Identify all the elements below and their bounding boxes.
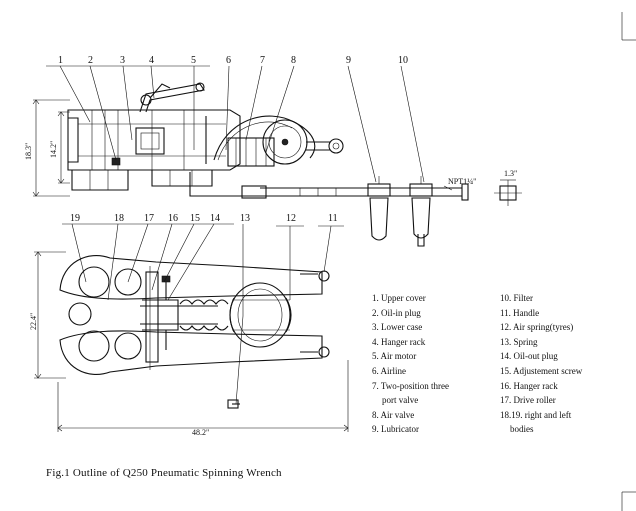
legend-item: 10. Filter [500, 293, 533, 303]
part-label-1: 1 [58, 55, 63, 66]
part-label-14: 14 [210, 213, 220, 224]
part-label-9: 9 [346, 55, 351, 66]
legend-item-continuation: port valve [382, 395, 419, 406]
legend-item: 8. Air valve [372, 409, 415, 420]
side-view: 18.3" 14.2" [24, 55, 522, 247]
legend-item: 4. Hanger rack [372, 336, 426, 347]
page-corner-marks [621, 12, 636, 511]
plan-view: 22.4" 48.2" [29, 213, 349, 437]
part-label-8: 8 [291, 55, 296, 66]
legend-item: 11. Handle [500, 307, 540, 318]
legend-item: 1. Upper cover [372, 293, 426, 303]
legend-item: 13. Spring [500, 336, 538, 347]
legend-item: 17. Drive roller [500, 395, 556, 406]
legend-item: 3. Lower case [372, 322, 423, 333]
part-label-6: 6 [226, 55, 231, 66]
dim-length: 48.2" [192, 428, 209, 437]
legend-item: 14. Oil-out plug [500, 351, 558, 362]
dim-body-height: 14.2" [49, 141, 58, 158]
legend-item: 6. Airline [372, 365, 406, 376]
dim-pipe-thread: NPT1¼" [448, 177, 476, 186]
part-label-4: 4 [149, 55, 154, 66]
legend-item: 5. Air motor [372, 351, 417, 362]
part-label-5: 5 [191, 55, 196, 66]
part-label-11: 11 [328, 213, 338, 224]
legend-item: 12. Air spring(tyres) [500, 322, 574, 333]
part-label-18: 18 [114, 213, 124, 224]
part-label-19: 19 [70, 213, 80, 224]
part-label-12: 12 [286, 213, 296, 224]
part-label-16: 16 [168, 213, 178, 224]
leader-lines-top [46, 65, 425, 183]
dim-pipe-size: 1.3" [504, 169, 517, 178]
part-label-3: 3 [120, 55, 125, 66]
legend-right-column: 10. Filter 11. Handle 12. Air spring(tyr… [500, 291, 582, 437]
legend-item: 7. Two-position three [372, 380, 449, 391]
dim-width: 22.4" [29, 313, 38, 330]
legend-item-continuation: bodies [510, 424, 534, 435]
legend-item: 15. Adjustement screw [500, 365, 583, 376]
part-labels-bottom: 19 18 17 16 15 14 13 12 11 [70, 213, 338, 224]
part-label-15: 15 [190, 213, 200, 224]
dim-overall-height: 18.3" [24, 143, 33, 160]
part-label-10: 10 [398, 55, 408, 66]
part-label-7: 7 [260, 55, 265, 66]
legend-item: 9. Lubricator [372, 424, 419, 435]
legend-left-column: 1. Upper cover 2. Oil-in plug 3. Lower c… [372, 291, 449, 437]
part-label-2: 2 [88, 55, 93, 66]
leader-lines-bottom [62, 223, 344, 405]
legend-item: 18.19. right and left [500, 409, 572, 420]
figure-caption: Fig.1 Outline of Q250 Pneumatic Spinning… [46, 467, 282, 479]
part-labels-top: 1 2 3 4 5 6 7 8 9 10 [58, 55, 408, 66]
part-label-17: 17 [144, 213, 154, 224]
legend-item: 2. Oil-in plug [372, 307, 421, 318]
part-label-13: 13 [240, 213, 250, 224]
legend-item: 16. Hanger rack [500, 380, 558, 391]
